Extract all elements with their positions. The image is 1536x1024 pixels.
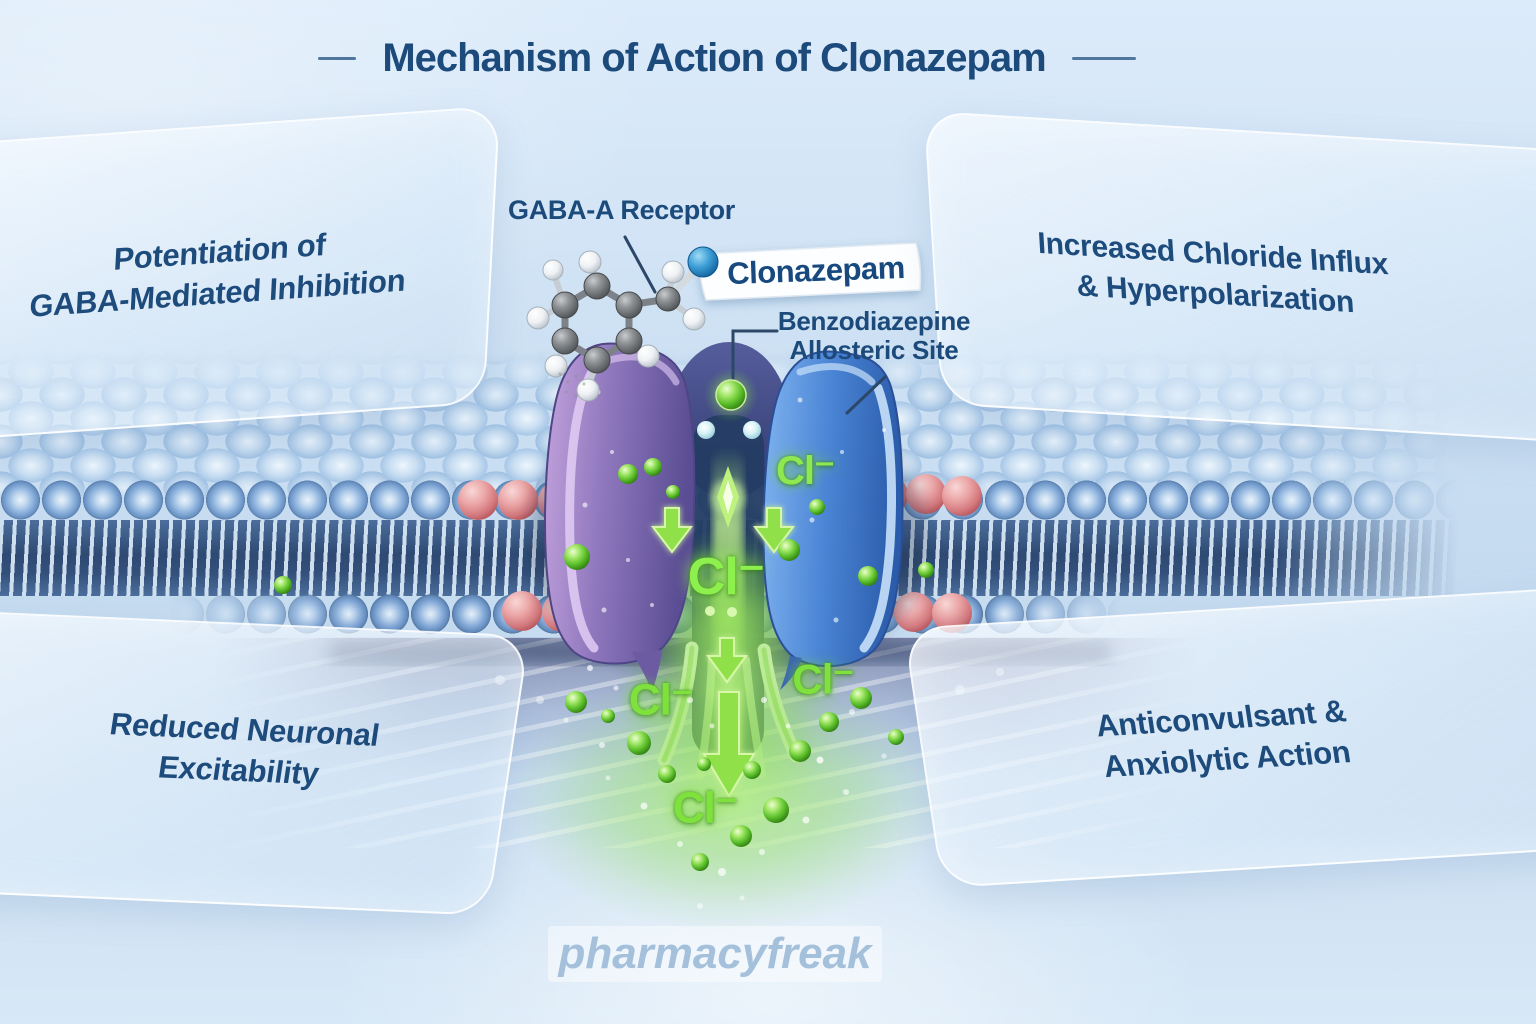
receptor-purple-foot — [632, 650, 662, 692]
panel-potentiation: Potentiation of GABA-Mediated Inhibition — [0, 105, 501, 443]
benzodiazepine-site-label: Benzodiazepine Allosteric Site — [768, 306, 980, 366]
panel-chloride-influx-text: Increased Chloride Influx & Hyperpolariz… — [1037, 224, 1392, 325]
panel-anticonvulsant-text: Anticonvulsant & Anxiolytic Action — [1093, 692, 1355, 788]
chloride-arrow-icon — [752, 507, 796, 554]
carbon-atoms — [551, 272, 681, 374]
benzodiazepine-site-ion — [715, 379, 747, 411]
channel-dot — [697, 421, 715, 439]
gaba-a-receptor — [544, 342, 904, 692]
site-pointer-line — [731, 329, 779, 380]
title-row: Mechanism of Action of Clonazepam — [0, 32, 1495, 84]
receptor-pointer-line — [623, 235, 657, 294]
chloride-ion-group — [274, 458, 934, 871]
title-dash-right — [1071, 56, 1136, 60]
clonazepam-banner-label: Clonazepam — [726, 249, 906, 292]
callout-pointer-lines — [623, 235, 887, 415]
gaba-receptor-label: GABA-A Receptor — [508, 195, 736, 225]
site-pointer-line2 — [845, 375, 887, 415]
page-title: Mechanism of Action of Clonazepam — [382, 35, 1046, 80]
chloride-arrow-icon — [702, 691, 756, 798]
title-dash-left — [318, 56, 357, 60]
channel-sparkle — [711, 466, 745, 528]
panel-reduced-excitability: Reduced Neuronal Excitability — [0, 610, 530, 916]
panel-chloride-influx: Increased Chloride Influx & Hyperpolariz… — [923, 110, 1536, 446]
panel-anticonvulsant: Anticonvulsant & Anxiolytic Action — [903, 585, 1536, 889]
chloride-label: Cl⁻ — [775, 449, 835, 493]
molecule-stipple — [558, 372, 586, 398]
chloride-ions — [274, 368, 934, 871]
channel-dot — [743, 421, 761, 439]
chloride-label: Cl⁻ — [687, 548, 765, 606]
clonazepam-molecule — [526, 250, 706, 402]
chloride-flow-arrows — [650, 507, 796, 798]
receptor-blue-foot — [780, 656, 802, 690]
hydrogen-atoms — [526, 250, 706, 402]
watermark: pharmacyfreak — [548, 926, 882, 982]
chloride-label: Cl⁻ — [672, 783, 738, 833]
chloride-label: Cl⁻ — [628, 675, 694, 725]
site-label-line: Allosteric Site — [789, 335, 959, 366]
chloride-arrow-icon — [706, 637, 748, 684]
nitro-atom — [687, 246, 719, 278]
receptor-purple-subunit — [544, 342, 696, 665]
receptor-blue-subunit — [762, 350, 904, 668]
chloride-label: Cl⁻ — [792, 655, 854, 703]
panel-reduced-excitability-text: Reduced Neuronal Excitability — [101, 704, 382, 797]
panel-potentiation-text: Potentiation of GABA-Mediated Inhibition — [28, 219, 408, 328]
chloride-arrow-icon — [650, 507, 694, 554]
site-label-line: Benzodiazepine — [777, 306, 971, 336]
